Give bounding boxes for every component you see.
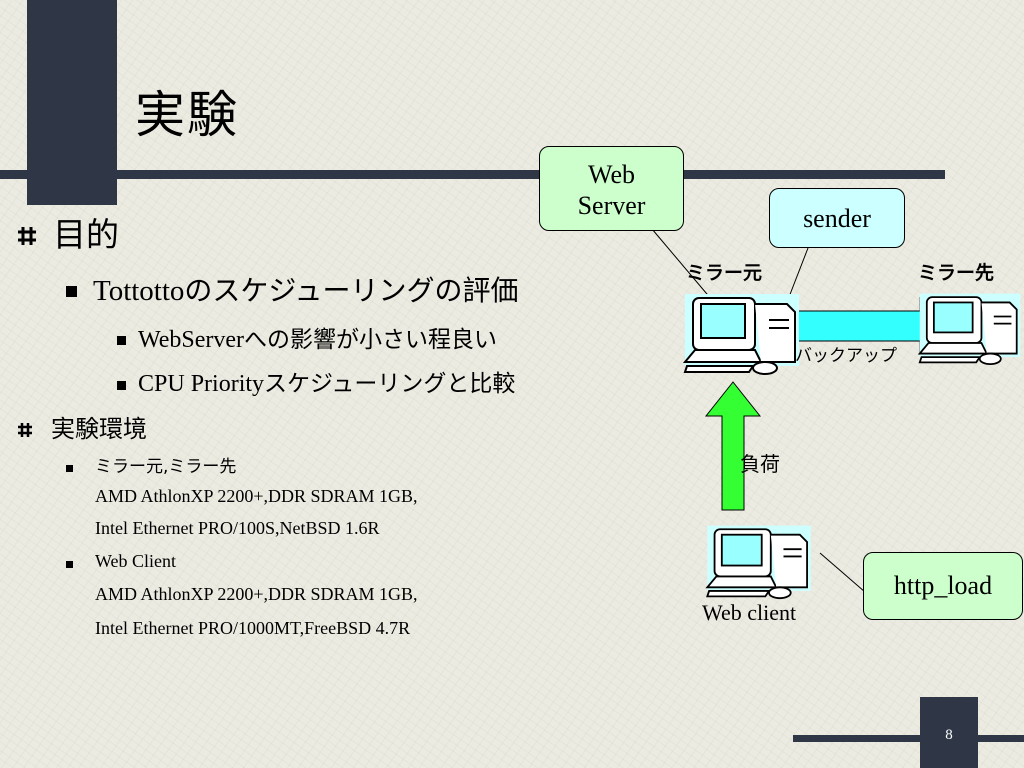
- page-number: 8: [945, 727, 953, 743]
- purpose-detail-2-en: CPU Priority: [138, 371, 265, 397]
- http-load-callout: http_load: [863, 552, 1023, 620]
- purpose-heading: 目的: [53, 215, 119, 254]
- decor-horizontal-rule: [0, 170, 945, 179]
- env-item-2-line-1: AMD AthlonXP 2200+,DDR SDRAM 1GB,: [95, 584, 418, 604]
- purpose-subitem-jp: のスケジューリングの評価: [184, 274, 519, 307]
- square-bullet-icon: [117, 336, 126, 345]
- page-number-box: [920, 697, 978, 768]
- env-item-1-line-1: AMD AthlonXP 2200+,DDR SDRAM 1GB,: [95, 486, 418, 506]
- env-item-1-line-2: Intel Ethernet PRO/100S,NetBSD 1.6R: [95, 518, 380, 538]
- purpose-detail-1-jp: への影響が小さい程良い: [244, 327, 498, 353]
- mirror-destination-label: ミラー先: [918, 262, 995, 284]
- env-item-1-label: ミラー元,ミラー先: [95, 457, 237, 477]
- sender-pointer: [788, 247, 809, 298]
- square-bullet-icon: [66, 465, 73, 472]
- env-heading: 実験環境: [51, 415, 147, 443]
- purpose-detail-1: WebServerへの影響が小さい程良い: [138, 325, 497, 355]
- computer-icon: [917, 290, 1022, 370]
- web-server-pointer: [651, 228, 713, 301]
- purpose-subitem: Tottottoのスケジューリングの評価: [93, 273, 518, 309]
- purpose-detail-2-jp: スケジューリングと比較: [264, 371, 516, 397]
- web-client-label: Web client: [702, 600, 797, 625]
- decor-footer-rule: [793, 735, 1024, 742]
- computer-icon: [697, 522, 821, 604]
- backup-label: バックアップ: [795, 346, 897, 366]
- mirror-source-label: ミラー元: [686, 262, 763, 284]
- square-bullet-icon: [117, 381, 126, 390]
- env-item-2-label: Web Client: [95, 551, 177, 571]
- sender-callout: sender: [769, 188, 905, 248]
- purpose-subitem-en: Tottotto: [93, 275, 185, 307]
- load-arrow: [704, 381, 762, 511]
- page-title: 実験: [135, 86, 239, 144]
- purpose-detail-2: CPU Priorityスケジューリングと比較: [138, 369, 515, 399]
- computer-icon: [682, 290, 801, 380]
- load-label: 負荷: [740, 452, 780, 476]
- web-server-callout: Web Server: [539, 146, 684, 231]
- square-bullet-icon: [66, 561, 73, 568]
- hash-bullet-icon: [16, 421, 34, 439]
- purpose-detail-1-en: WebServer: [138, 327, 245, 353]
- square-bullet-icon: [66, 286, 77, 297]
- hash-bullet-icon: [16, 225, 38, 247]
- http-load-pointer: [819, 552, 866, 593]
- env-item-2-line-2: Intel Ethernet PRO/1000MT,FreeBSD 4.7R: [95, 618, 411, 638]
